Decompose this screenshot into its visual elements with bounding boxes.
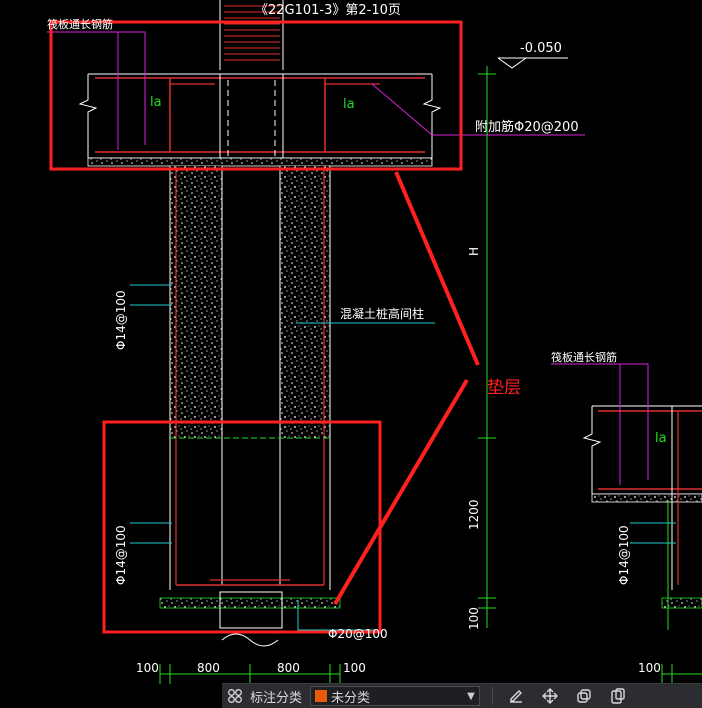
elevation-label: -0.050: [520, 41, 562, 56]
dim-bottom-0: 100: [136, 661, 159, 675]
elevation-marker: [497, 57, 568, 69]
added-rebar-label: 附加筋Φ20@200: [475, 119, 579, 135]
dim-100-label: 100: [467, 607, 481, 630]
annotation-boxes: [49, 20, 480, 634]
second-detail: [582, 405, 702, 609]
column-label: 混凝土桩高间柱: [340, 306, 424, 321]
toolbar-divider: [492, 687, 494, 705]
category-value: 未分类: [331, 690, 371, 706]
category-select[interactable]: 未分类 ▼: [310, 686, 481, 706]
top-column-hatch: [219, 0, 284, 70]
la-label-left: la: [150, 95, 162, 110]
stirrup-label-second: Φ14@100: [617, 525, 631, 585]
slab-rebar-label: 筏板通长钢筋: [47, 17, 113, 31]
category-label: 标注分类: [250, 690, 303, 706]
dim-bottom-2: 800: [277, 661, 300, 675]
bottom-rebar-label: Φ20@100: [328, 627, 388, 641]
slab-rebar-label-second: 筏板通长钢筋: [551, 350, 617, 364]
pile-body: [159, 166, 341, 647]
move-icon[interactable]: [533, 684, 567, 708]
chevron-down-icon: ▼: [467, 690, 475, 702]
leader-lines: [47, 31, 649, 485]
dim-bottom-3: 100: [343, 661, 366, 675]
la-label-right: la: [343, 97, 355, 112]
stirrup-label-upper: Φ14@100: [114, 290, 128, 350]
stirrup-label-lower: Φ14@100: [114, 525, 128, 585]
annotation-label: 垫层: [487, 378, 521, 398]
dim-H-label: H: [467, 247, 481, 256]
dim-bottom-1: 800: [197, 661, 220, 675]
dimension-lines: [159, 66, 702, 684]
ref-note: 《22G101-3》第2-10页: [255, 3, 401, 18]
dim-1200-label: 1200: [467, 499, 481, 530]
top-slab: [78, 73, 442, 167]
grid-icon[interactable]: [222, 684, 248, 708]
la-label-second: la: [655, 431, 667, 446]
paste-icon[interactable]: [601, 684, 635, 708]
dim-bottom-second: 100: [638, 661, 661, 675]
annotation-toolbar: 标注分类 未分类 ▼: [222, 683, 702, 708]
edit-icon[interactable]: [499, 684, 533, 708]
category-color-swatch: [315, 690, 328, 702]
copy-icon[interactable]: [567, 684, 601, 708]
